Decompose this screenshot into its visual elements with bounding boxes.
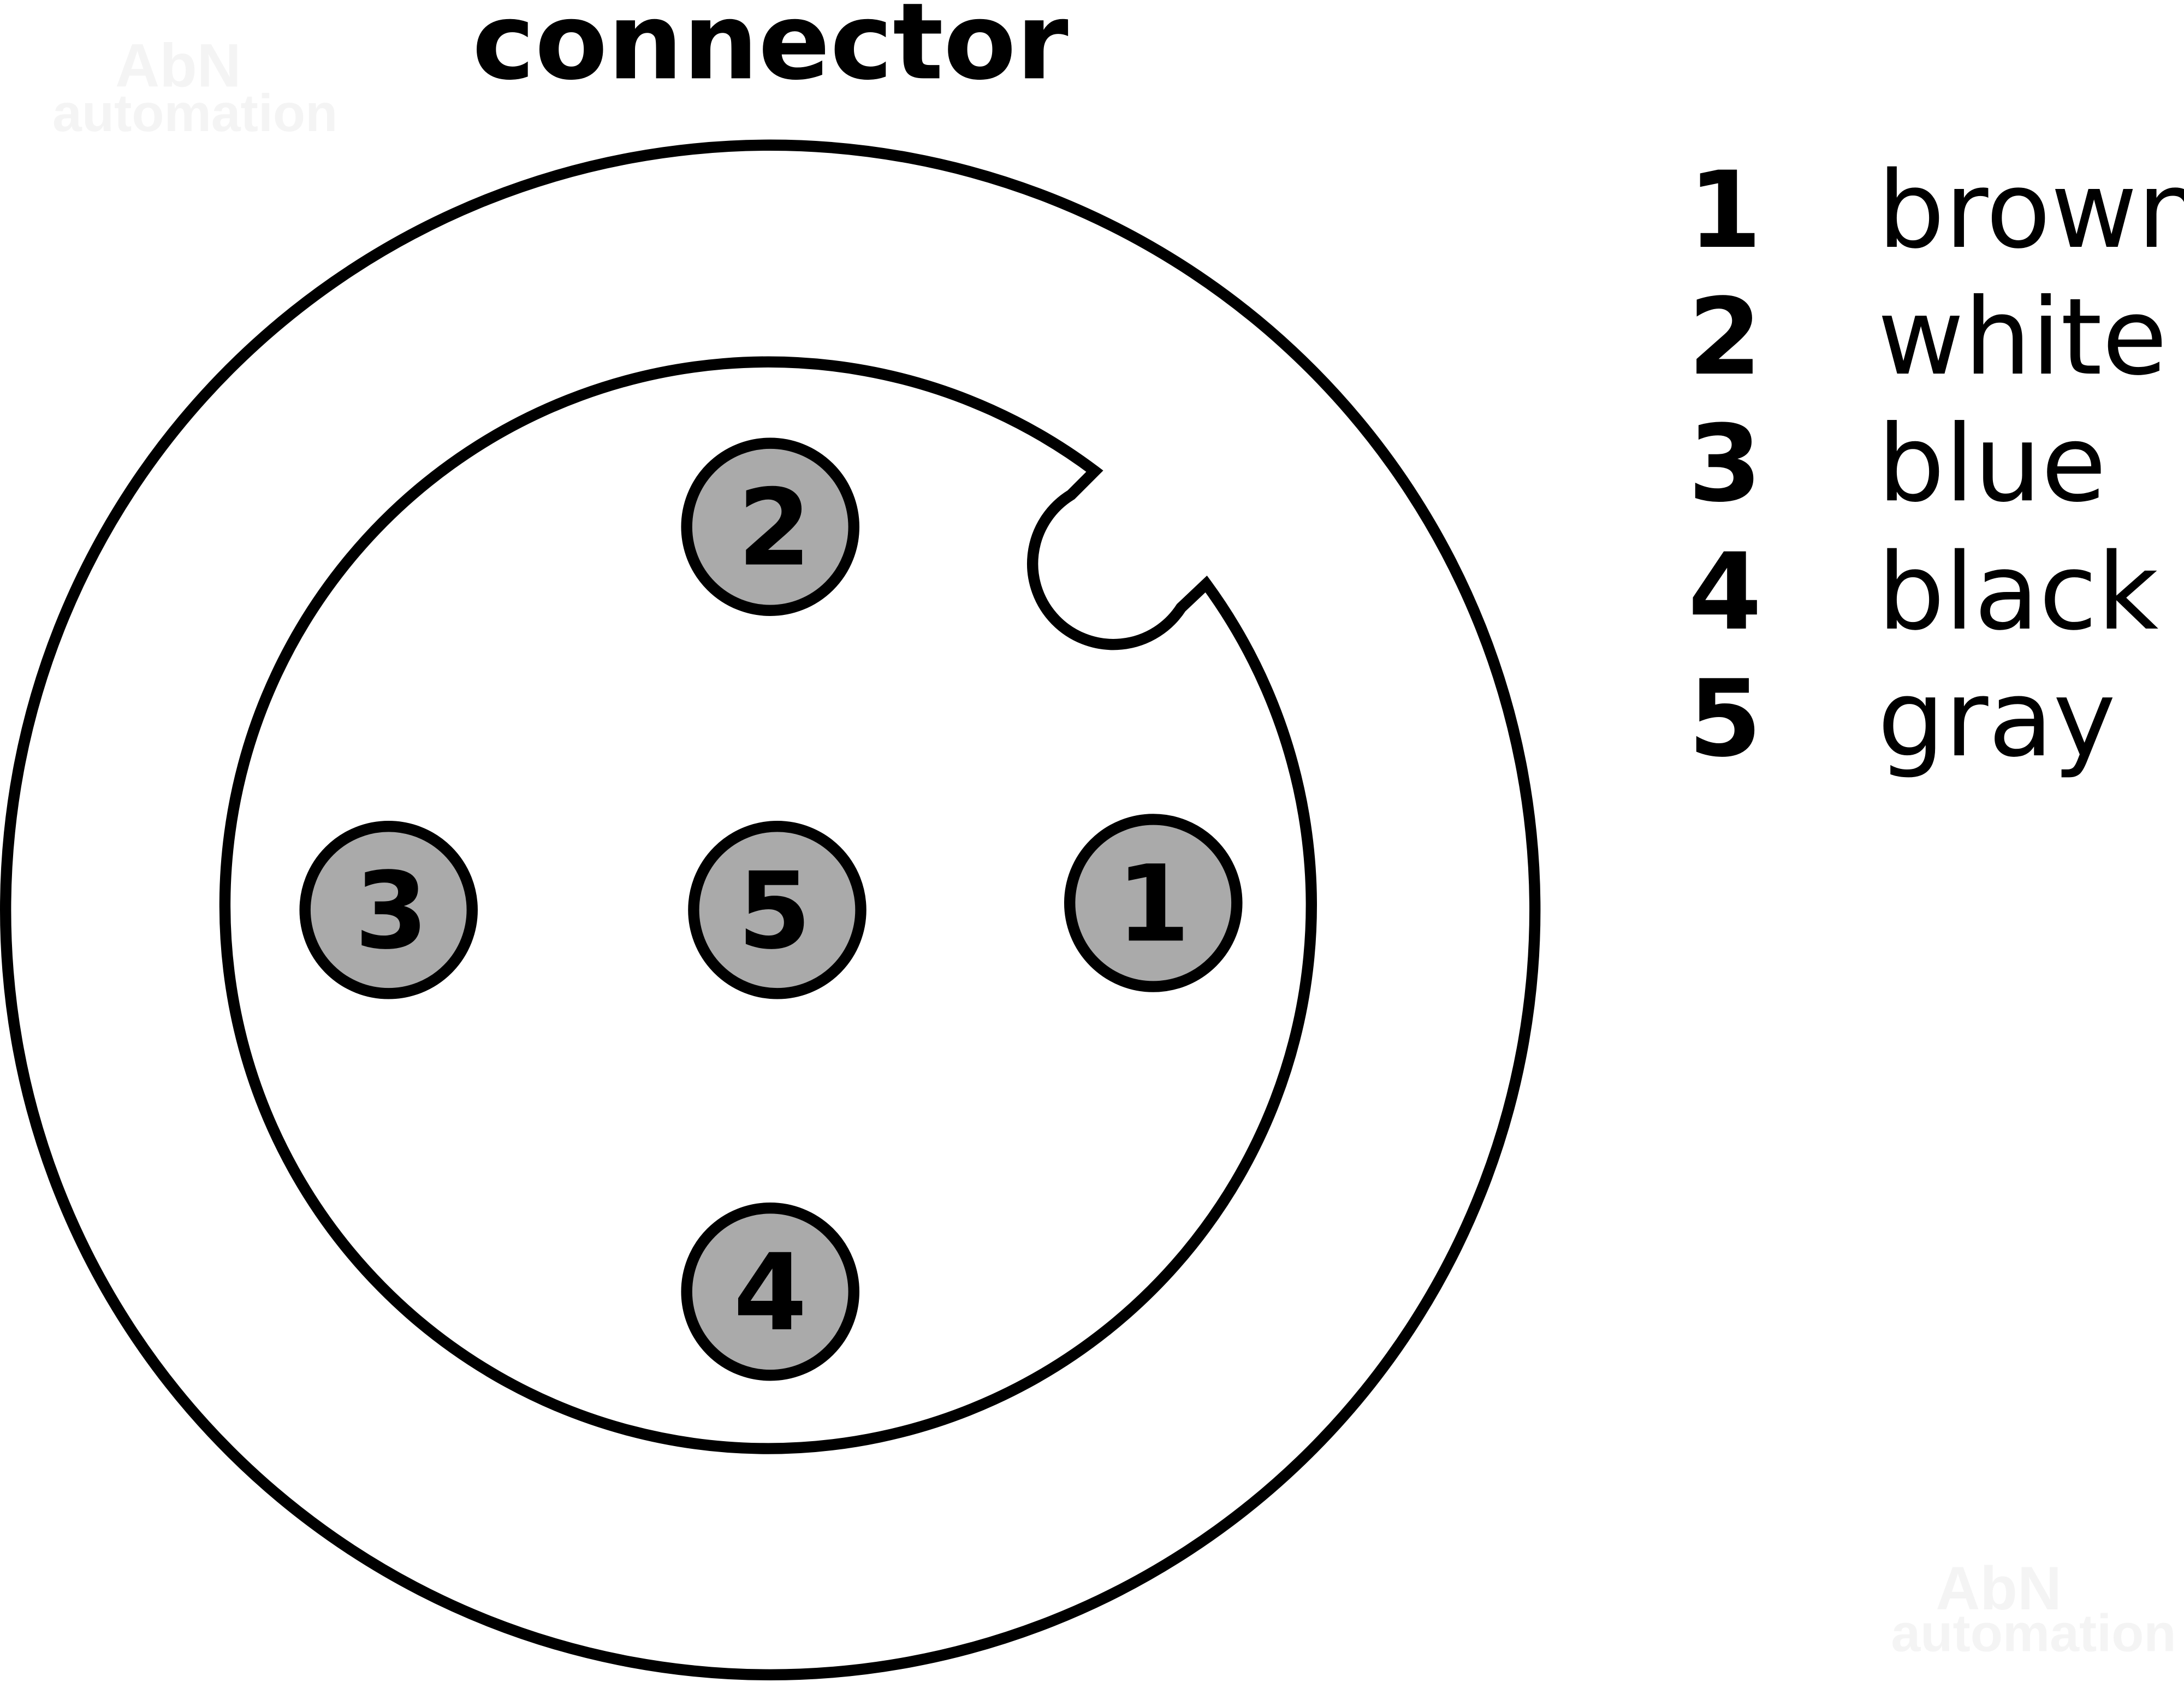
diagram-title: connector (472, 0, 1069, 103)
outer-ring (0, 139, 1541, 1680)
pin-5: 5 (688, 821, 867, 999)
legend-row-3: 3 blue (1688, 402, 2106, 525)
svg-text:1: 1 (1688, 149, 1762, 272)
pin-1: 1 (1064, 814, 1243, 992)
svg-text:5: 5 (738, 849, 811, 973)
legend-row-2: 2 white (1688, 275, 2168, 399)
pin-3: 3 (299, 821, 478, 999)
svg-text:white: white (1878, 275, 2168, 399)
watermark-bottom-right: AbN automation (1891, 1554, 2176, 1663)
svg-text:2: 2 (738, 466, 811, 590)
svg-text:automation: automation (52, 83, 337, 143)
svg-text:5: 5 (1688, 657, 1762, 780)
svg-text:1: 1 (1117, 842, 1190, 966)
pin-4: 4 (681, 1202, 859, 1381)
legend-row-1: 1 brown (1688, 149, 2184, 272)
svg-text:AbN: AbN (1936, 1554, 2062, 1622)
legend-row-5: 5 gray (1688, 657, 2116, 780)
svg-text:AbN: AbN (115, 31, 241, 100)
svg-text:4: 4 (733, 1231, 807, 1354)
svg-text:2: 2 (1688, 275, 1762, 399)
svg-text:automation: automation (1891, 1603, 2176, 1662)
inner-face-with-keyway (219, 356, 1317, 1454)
pin-2: 2 (681, 437, 859, 617)
color-legend: 1 brown 2 white 3 blue 4 black 5 gray (1688, 149, 2184, 780)
svg-text:3: 3 (1688, 402, 1762, 525)
svg-text:black: black (1878, 530, 2159, 654)
svg-text:3: 3 (354, 849, 428, 973)
svg-text:brown: brown (1878, 149, 2184, 272)
legend-row-4: 4 black (1688, 530, 2159, 654)
svg-text:4: 4 (1688, 530, 1762, 654)
svg-text:gray: gray (1878, 657, 2116, 780)
svg-text:blue: blue (1878, 402, 2106, 525)
watermark-top-left: AbN automation (52, 31, 337, 143)
